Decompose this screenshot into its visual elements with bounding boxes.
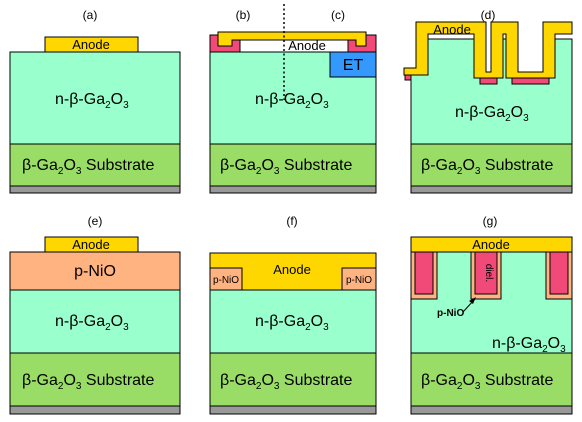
anode-label: Anode: [72, 237, 110, 252]
substrate-layer: [410, 352, 573, 407]
p-nio-right-label: p-NiO: [346, 275, 372, 286]
anode-contact: [410, 236, 573, 253]
panel-label-e: (e): [88, 214, 103, 228]
n-ga2o3-label: n-β-Ga2O3: [455, 104, 529, 124]
substrate-layer: [209, 143, 377, 187]
anode-label: Anode: [288, 38, 326, 53]
p-nio-layer: [9, 251, 181, 291]
panel-f: (f) p-NiO p-NiO Anode n-β-Ga2O3 β-Ga2O3 …: [209, 214, 377, 415]
anode-recessed: [209, 252, 377, 291]
panel-label-a: (a): [83, 8, 98, 22]
panel-d: (d) Anode n-β-Ga2O3 β-Ga2O3 Substrate: [403, 8, 573, 194]
panel-label-c: (c): [331, 8, 345, 22]
n-ga2o3-layer: [209, 289, 377, 354]
panel-label-f: (f): [286, 214, 297, 228]
dielectric-trench-right: [549, 251, 569, 295]
substrate-label: β-Ga2O3 Substrate: [220, 372, 352, 392]
p-nio-label: p-NiO: [74, 263, 116, 280]
n-ga2o3-layer: [9, 51, 181, 145]
panel-g: (g) diel. Anode p-NiO n-β-Ga2O3 β-Ga2O3 …: [410, 214, 573, 415]
bottom-contact: [410, 405, 573, 415]
n-ga2o3-label: n-β-Ga2O3: [255, 91, 329, 111]
anode-label: Anode: [72, 37, 110, 52]
substrate-label: β-Ga2O3 Substrate: [22, 372, 154, 392]
bottom-contact: [209, 405, 377, 415]
n-ga2o3-label: n-β-Ga2O3: [492, 335, 566, 355]
bottom-contact: [9, 405, 181, 415]
panel-a: (a) Anode n-β-Ga2O3 β-Ga2O3 Substrate: [9, 8, 181, 194]
n-ga2o3-label: n-β-Ga2O3: [255, 313, 329, 333]
et-label: ET: [343, 57, 364, 74]
panel-label-g: (g): [483, 214, 498, 228]
bottom-contact: [209, 185, 377, 194]
anode-label: Anode: [472, 237, 510, 252]
n-ga2o3-layer: [9, 289, 181, 354]
panel-e: (e) Anode p-NiO n-β-Ga2O3 β-Ga2O3 Substr…: [9, 214, 181, 415]
p-nio-left-label: p-NiO: [213, 275, 239, 286]
substrate-layer: [9, 143, 181, 187]
arrowhead-icon: [469, 297, 476, 304]
anode-conformal: [403, 21, 573, 79]
anode-field-plate: [217, 31, 367, 47]
substrate-layer: [410, 143, 573, 187]
bottom-contact: [410, 185, 573, 194]
substrate-label: β-Ga2O3 Substrate: [22, 157, 154, 177]
n-ga2o3-label: n-β-Ga2O3: [55, 313, 129, 333]
substrate-label: β-Ga2O3 Substrate: [220, 157, 352, 177]
n-ga2o3-label: n-β-Ga2O3: [55, 91, 129, 111]
dielectric-trench-left: [414, 251, 434, 295]
anode-label: Anode: [433, 22, 471, 37]
substrate-layer: [9, 352, 181, 407]
panel-label-d: (d): [481, 8, 496, 22]
p-nio-callout-label: p-NiO: [437, 308, 464, 319]
panel-label-b: (b): [236, 8, 251, 22]
panel-bc: (b) (c) ET Anode n-β-Ga2O3 β-Ga2O3 Subst…: [209, 4, 377, 194]
dielectric-label: diel.: [483, 264, 494, 282]
substrate-label: β-Ga2O3 Substrate: [421, 157, 553, 177]
substrate-label: β-Ga2O3 Substrate: [421, 372, 553, 392]
anode-label: Anode: [273, 262, 311, 277]
bottom-contact: [9, 185, 181, 194]
